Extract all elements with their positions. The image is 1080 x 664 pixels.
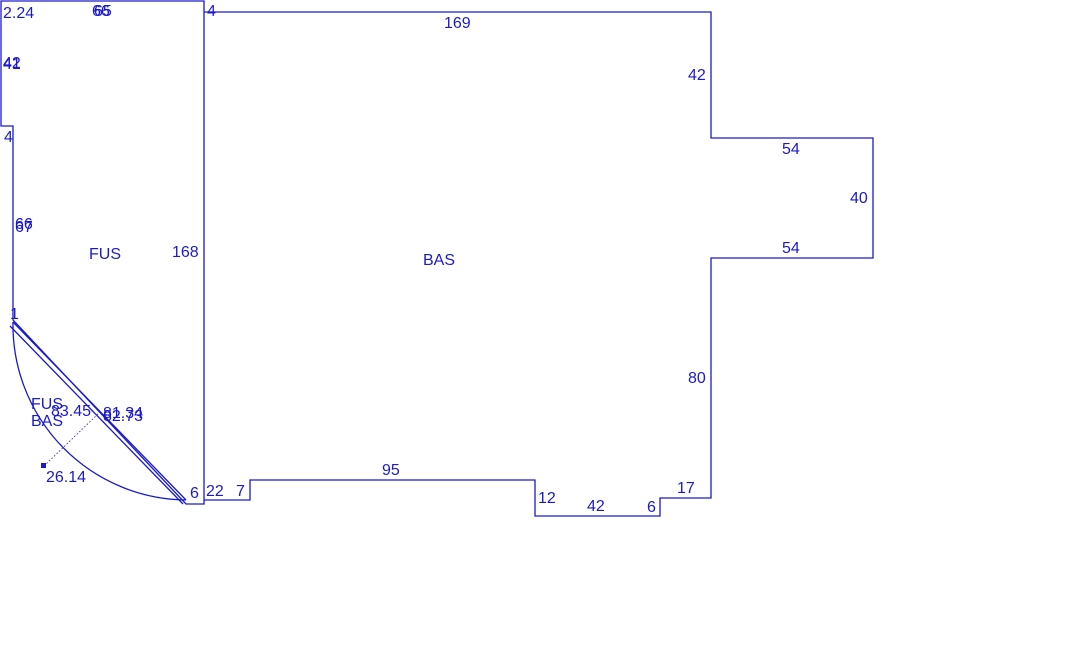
radius-dotted-line [43, 411, 101, 467]
dim-bottom-22: 22 [206, 483, 224, 500]
radius-marker [41, 463, 46, 468]
dim-diag-a: 83.45 [51, 403, 91, 420]
dim-diag-b: 81.34 [103, 405, 143, 422]
dim-bottom-6: 6 [190, 485, 199, 502]
dim-bottom-42: 42 [587, 498, 605, 515]
area-label-fus: FUS [89, 246, 121, 263]
dim-diag-c: 82.73 [103, 408, 143, 425]
chord-line-2 [9, 325, 184, 505]
bas-outline [204, 11, 874, 517]
area-label-quarter-bas: BAS [31, 413, 63, 430]
dim-left-notch: 4 [4, 129, 13, 146]
dim-top-fus-a: 66 [92, 3, 110, 20]
area-label-bas: BAS [423, 252, 455, 269]
dim-top-fus-b: 65 [94, 3, 112, 20]
dim-right-upper: 42 [688, 67, 706, 84]
dim-step-6: 6 [647, 499, 656, 516]
area-label-quarter-fus: FUS [31, 396, 63, 413]
dim-fus-right: 168 [172, 244, 199, 261]
dim-step-17: 17 [677, 480, 695, 497]
dim-step-12: 12 [538, 490, 556, 507]
dim-left-mid-b: 67 [15, 219, 33, 236]
dim-top-corner: 4 [207, 3, 216, 20]
dim-bump-top: 54 [782, 141, 800, 158]
dim-top-bas: 169 [444, 15, 471, 32]
dim-bump-bottom: 54 [782, 240, 800, 257]
dim-bottom-95: 95 [382, 462, 400, 479]
dim-left-a: 42 [3, 55, 21, 72]
dim-left-mid-a: 66 [15, 216, 33, 233]
dim-left-b: 41 [3, 56, 21, 73]
dim-top-left: 2.24 [3, 5, 34, 22]
chord-line-1 [12, 321, 187, 501]
dim-right-lower: 80 [688, 370, 706, 387]
dim-radius: 26.14 [46, 469, 86, 486]
dim-arc-start: 1 [10, 306, 19, 323]
dim-bump-side: 40 [850, 190, 868, 207]
dim-bottom-7: 7 [236, 483, 245, 500]
quarter-arc [12, 321, 187, 501]
